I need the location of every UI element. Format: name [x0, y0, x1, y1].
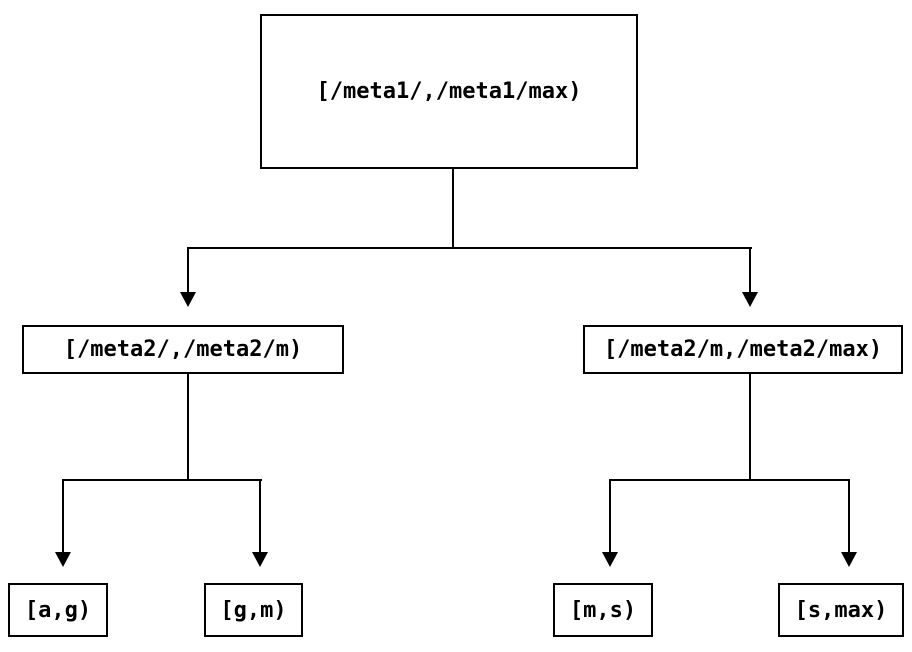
- node-root: [/meta1/,/meta1/max): [260, 14, 638, 169]
- arrow-down-icon: [742, 292, 758, 307]
- edge-right-stem: [749, 373, 751, 481]
- node-leaf-smax: [s,max): [778, 583, 904, 637]
- edge-left-gm-drop: [259, 479, 261, 553]
- arrow-down-icon: [55, 552, 71, 567]
- node-meta2-low: [/meta2/,/meta2/m): [22, 325, 344, 374]
- node-leaf-gm: [g,m): [204, 583, 303, 637]
- edge-root-stem: [452, 169, 454, 248]
- arrow-down-icon: [252, 552, 268, 567]
- arrow-down-icon: [841, 552, 857, 567]
- edge-left-stem: [187, 373, 189, 481]
- node-meta2-high: [/meta2/m,/meta2/max): [583, 325, 903, 374]
- edge-left-ag-drop: [62, 479, 64, 553]
- arrow-down-icon: [180, 292, 196, 307]
- node-leaf-ms: [m,s): [553, 583, 653, 637]
- arrow-down-icon: [602, 552, 618, 567]
- edge-root-right-drop: [749, 247, 751, 293]
- edge-right-smax-drop: [848, 479, 850, 553]
- edge-right-ms-drop: [609, 479, 611, 553]
- edge-root-left-drop: [187, 247, 189, 293]
- edge-root-crossbar: [187, 247, 752, 249]
- edge-right-crossbar: [609, 479, 850, 481]
- edge-left-crossbar: [62, 479, 262, 481]
- node-leaf-ag: [a,g): [8, 583, 108, 637]
